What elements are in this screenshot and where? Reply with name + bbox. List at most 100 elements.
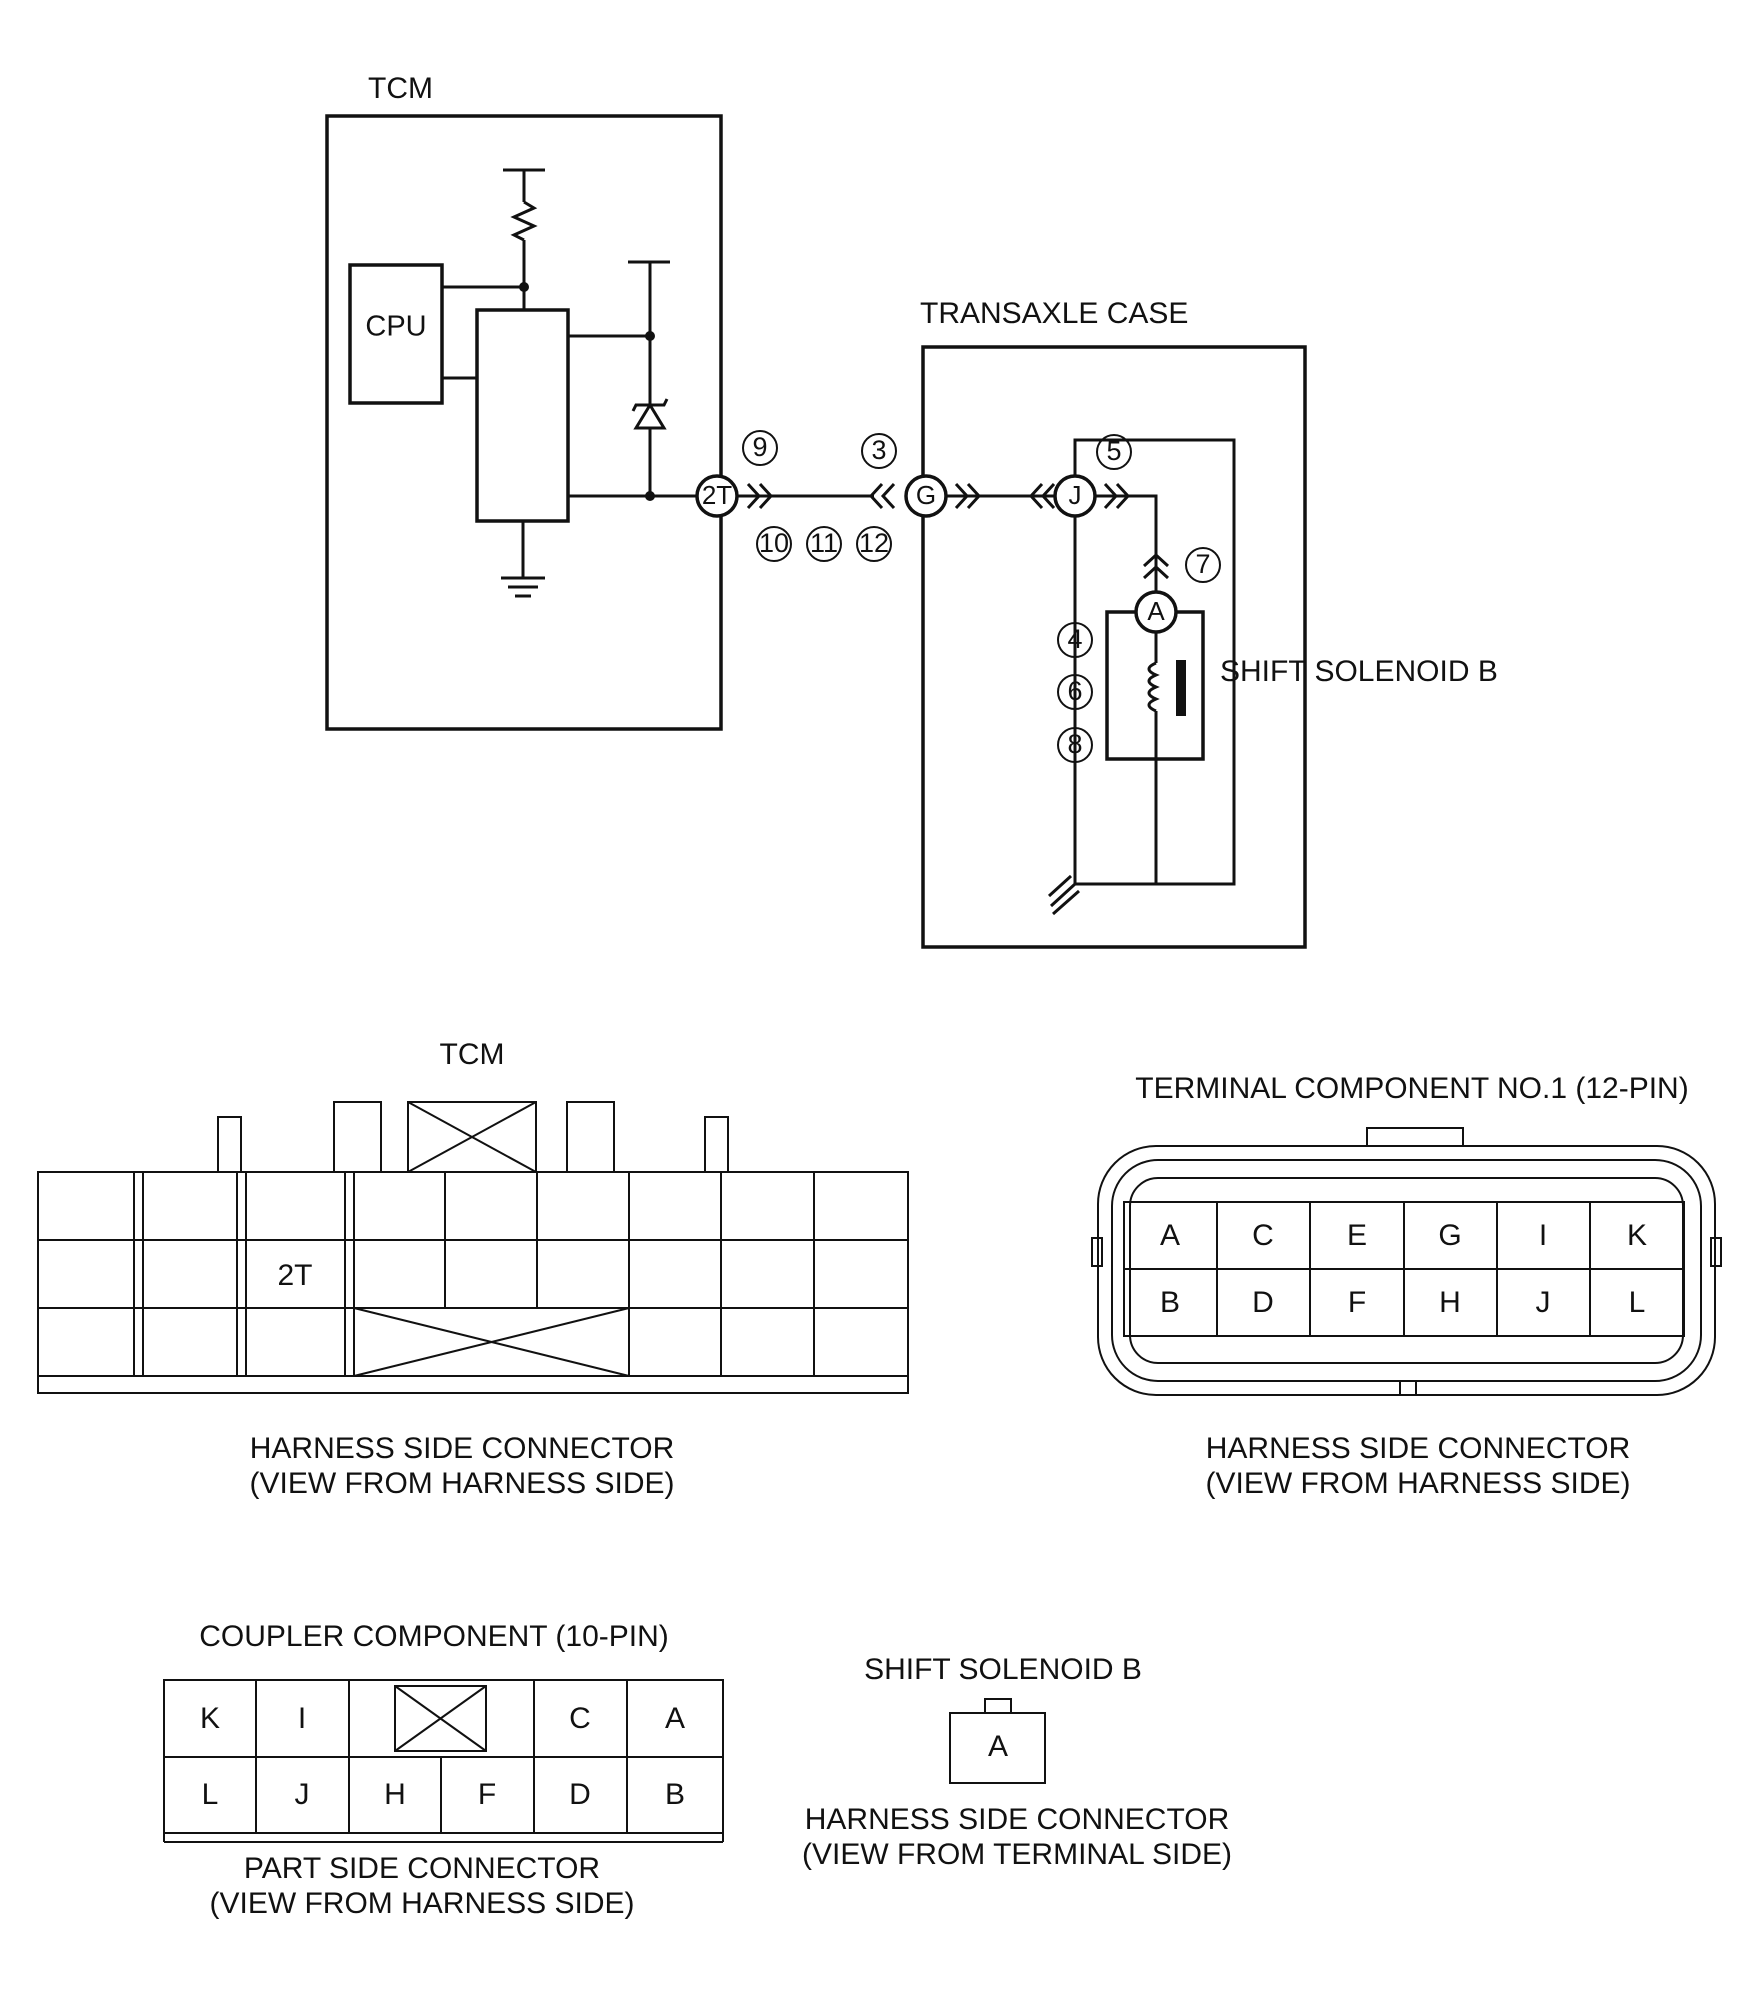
pin-k: K xyxy=(200,1702,220,1735)
connector-j-label: J xyxy=(1069,480,1082,510)
pin-f: F xyxy=(1348,1286,1366,1319)
step-ref-3: 3 xyxy=(861,433,897,469)
solenoid-connector-caption-1: HARNESS SIDE CONNECTOR xyxy=(805,1803,1230,1836)
return-wire xyxy=(1073,438,1236,886)
pin-a: A xyxy=(665,1702,685,1735)
cpu-label: CPU xyxy=(365,311,426,343)
case-title: TRANSAXLE CASE xyxy=(920,297,1188,330)
terminal-component-caption-2: (VIEW FROM HARNESS SIDE) xyxy=(1205,1467,1630,1500)
step-ref-4: 4 xyxy=(1057,622,1093,658)
pin-i: I xyxy=(1539,1219,1547,1252)
tcm-connector-body xyxy=(37,1171,909,1394)
pin-h: H xyxy=(1439,1286,1461,1319)
svg-text:5: 5 xyxy=(1106,436,1121,466)
solenoid-feed-wire xyxy=(1095,494,1158,592)
side-tab xyxy=(1091,1237,1103,1267)
pin-c: C xyxy=(569,1702,591,1735)
svg-text:8: 8 xyxy=(1067,729,1082,759)
pin-b: B xyxy=(1160,1286,1180,1319)
pin-f: F xyxy=(478,1778,496,1811)
ground-icon xyxy=(501,576,545,598)
pin-i: I xyxy=(298,1702,306,1735)
zener-diode-icon xyxy=(631,398,669,430)
tcm-title: TCM xyxy=(368,72,433,105)
solenoid-connector-key xyxy=(984,1698,1012,1714)
tcm-connector: TCM 2T HARNESS SIDE CONNECTOR (VIEW FROM… xyxy=(37,1038,909,1500)
terminal-pin-grid: A C E G I K B D F H J L xyxy=(1123,1201,1685,1337)
pin-d: D xyxy=(569,1778,591,1811)
connector-arrow-icon xyxy=(1142,552,1170,580)
coupler-caption-1: PART SIDE CONNECTOR xyxy=(244,1852,600,1885)
pin-e: E xyxy=(1347,1219,1367,1252)
svg-text:10: 10 xyxy=(759,528,789,558)
driver-ic-box xyxy=(475,308,570,523)
step-ref-9: 9 xyxy=(742,430,778,466)
connector-latch xyxy=(566,1101,615,1173)
solenoid-connector-pin-a: A xyxy=(988,1730,1008,1763)
pin-l: L xyxy=(202,1778,219,1811)
pin-c: C xyxy=(1252,1219,1274,1252)
pin-d: D xyxy=(1252,1286,1274,1319)
coupler-caption-2: (VIEW FROM HARNESS SIDE) xyxy=(209,1887,634,1920)
terminal-component-title: TERMINAL COMPONENT NO.1 (12-PIN) xyxy=(1135,1072,1688,1105)
svg-text:9: 9 xyxy=(752,432,767,462)
connector-arrow-icon xyxy=(1028,482,1056,510)
svg-text:6: 6 xyxy=(1067,676,1082,706)
solenoid-connector: SHIFT SOLENOID B A HARNESS SIDE CONNECTO… xyxy=(802,1653,1232,1871)
svg-text:3: 3 xyxy=(871,435,886,465)
terminal-2t-label: 2T xyxy=(702,480,732,510)
solenoid-coil-icon xyxy=(1147,661,1160,713)
connector-outer-shell xyxy=(1097,1145,1716,1396)
step-ref-6: 6 xyxy=(1057,674,1093,710)
step-references: 9 10 11 12 3 5 7 4 xyxy=(742,430,1221,763)
solenoid-core-icon xyxy=(1176,660,1186,716)
cpu-box xyxy=(348,263,444,405)
terminal-component-caption-1: HARNESS SIDE CONNECTOR xyxy=(1206,1432,1631,1465)
connector-key-bottom xyxy=(1399,1380,1417,1396)
svg-text:7: 7 xyxy=(1195,549,1210,579)
svg-text:12: 12 xyxy=(859,528,889,558)
connector-arrow-icon xyxy=(868,482,896,510)
connector-key xyxy=(1366,1127,1464,1147)
step-ref-11: 11 xyxy=(806,526,842,562)
side-tab xyxy=(1710,1237,1722,1267)
terminal-component-connector: TERMINAL COMPONENT NO.1 (12-PIN) A C E G… xyxy=(1091,1072,1722,1500)
pin-j: J xyxy=(295,1778,310,1811)
pin-k: K xyxy=(1627,1219,1647,1252)
unused-cavity xyxy=(394,1685,487,1752)
pullup-resistor-icon xyxy=(510,200,538,242)
connector-latch xyxy=(704,1116,729,1173)
connector-latch xyxy=(217,1116,242,1173)
pin-2t-label: 2T xyxy=(277,1259,312,1292)
connector-inner-shell xyxy=(1111,1159,1702,1382)
pin-a: A xyxy=(1160,1219,1180,1252)
step-ref-10: 10 xyxy=(756,526,792,562)
case-ground-icon xyxy=(1047,874,1080,916)
step-ref-12: 12 xyxy=(856,526,892,562)
step-ref-5: 5 xyxy=(1096,434,1132,470)
coupler-component-title: COUPLER COMPONENT (10-PIN) xyxy=(199,1620,669,1653)
pin-h: H xyxy=(384,1778,406,1811)
pin-g: G xyxy=(1438,1219,1461,1252)
tcm-block: TCM CPU xyxy=(325,72,739,731)
solenoid-label: SHIFT SOLENOID B xyxy=(1220,655,1498,688)
solenoid-pin-a-label: A xyxy=(1147,596,1165,626)
pin-l: L xyxy=(1629,1286,1646,1319)
coupler-component-connector: COUPLER COMPONENT (10-PIN) K I C A L J H… xyxy=(163,1620,724,1920)
pin-j: J xyxy=(1536,1286,1551,1319)
pin-b: B xyxy=(665,1778,685,1811)
connector-g-label: G xyxy=(916,480,936,510)
solenoid-connector-title: SHIFT SOLENOID B xyxy=(864,1653,1142,1686)
svg-text:11: 11 xyxy=(810,528,838,558)
solenoid-connector-caption-2: (VIEW FROM TERMINAL SIDE) xyxy=(802,1838,1232,1871)
solenoid-connector-body xyxy=(949,1712,1046,1784)
connector-latch xyxy=(333,1101,382,1173)
tcm-connector-caption-1: HARNESS SIDE CONNECTOR xyxy=(250,1432,675,1465)
step-ref-8: 8 xyxy=(1057,727,1093,763)
tcm-connector-title: TCM xyxy=(440,1038,505,1071)
svg-text:4: 4 xyxy=(1067,624,1082,654)
tcm-connector-caption-2: (VIEW FROM HARNESS SIDE) xyxy=(249,1467,674,1500)
harness-path: TRANSAXLE CASE G J xyxy=(737,297,1498,949)
step-ref-7: 7 xyxy=(1185,547,1221,583)
